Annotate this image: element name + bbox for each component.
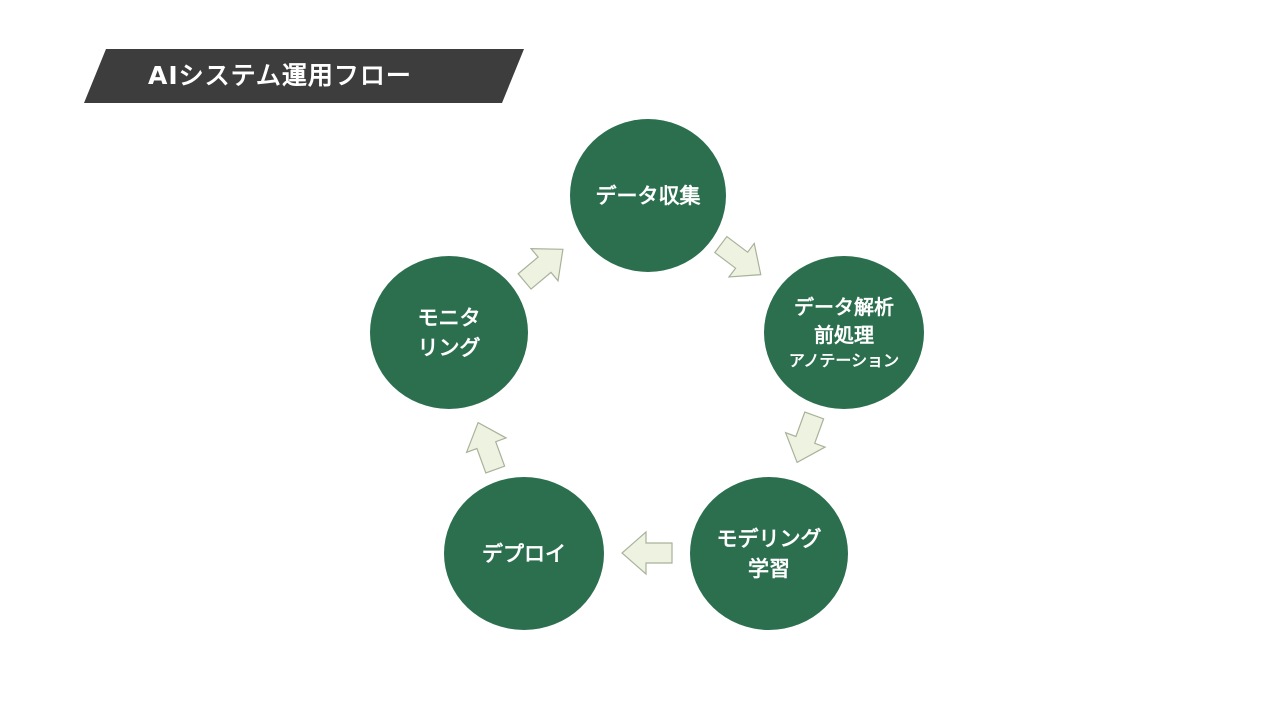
page-title: AIシステム運用フロー (148, 61, 412, 90)
node-label: リング (417, 335, 481, 360)
node-deploy: デプロイ (444, 477, 604, 630)
node-label: 学習 (748, 556, 790, 581)
arrow-icon (457, 414, 516, 478)
node-label: データ収集 (595, 183, 701, 208)
node-label: モデリング (716, 526, 822, 551)
arrow-icon (707, 227, 775, 293)
node-sublabel: アノテーション (788, 350, 900, 370)
node-label: デプロイ (482, 541, 566, 566)
node-modeling: モデリング 学習 (690, 477, 848, 630)
node-label: データ解析 (794, 294, 894, 319)
node-monitoring: モニタ リング (370, 256, 528, 409)
title-banner (84, 49, 524, 103)
node-label: 前処理 (814, 322, 874, 347)
node-label: モニタ (417, 305, 481, 330)
node-data-collection: データ収集 (570, 119, 726, 272)
arrow-icon (621, 531, 673, 575)
arrow-icon (510, 232, 578, 299)
arrow-icon (776, 407, 835, 471)
node-data-analysis: データ解析 前処理 アノテーション (764, 256, 924, 409)
